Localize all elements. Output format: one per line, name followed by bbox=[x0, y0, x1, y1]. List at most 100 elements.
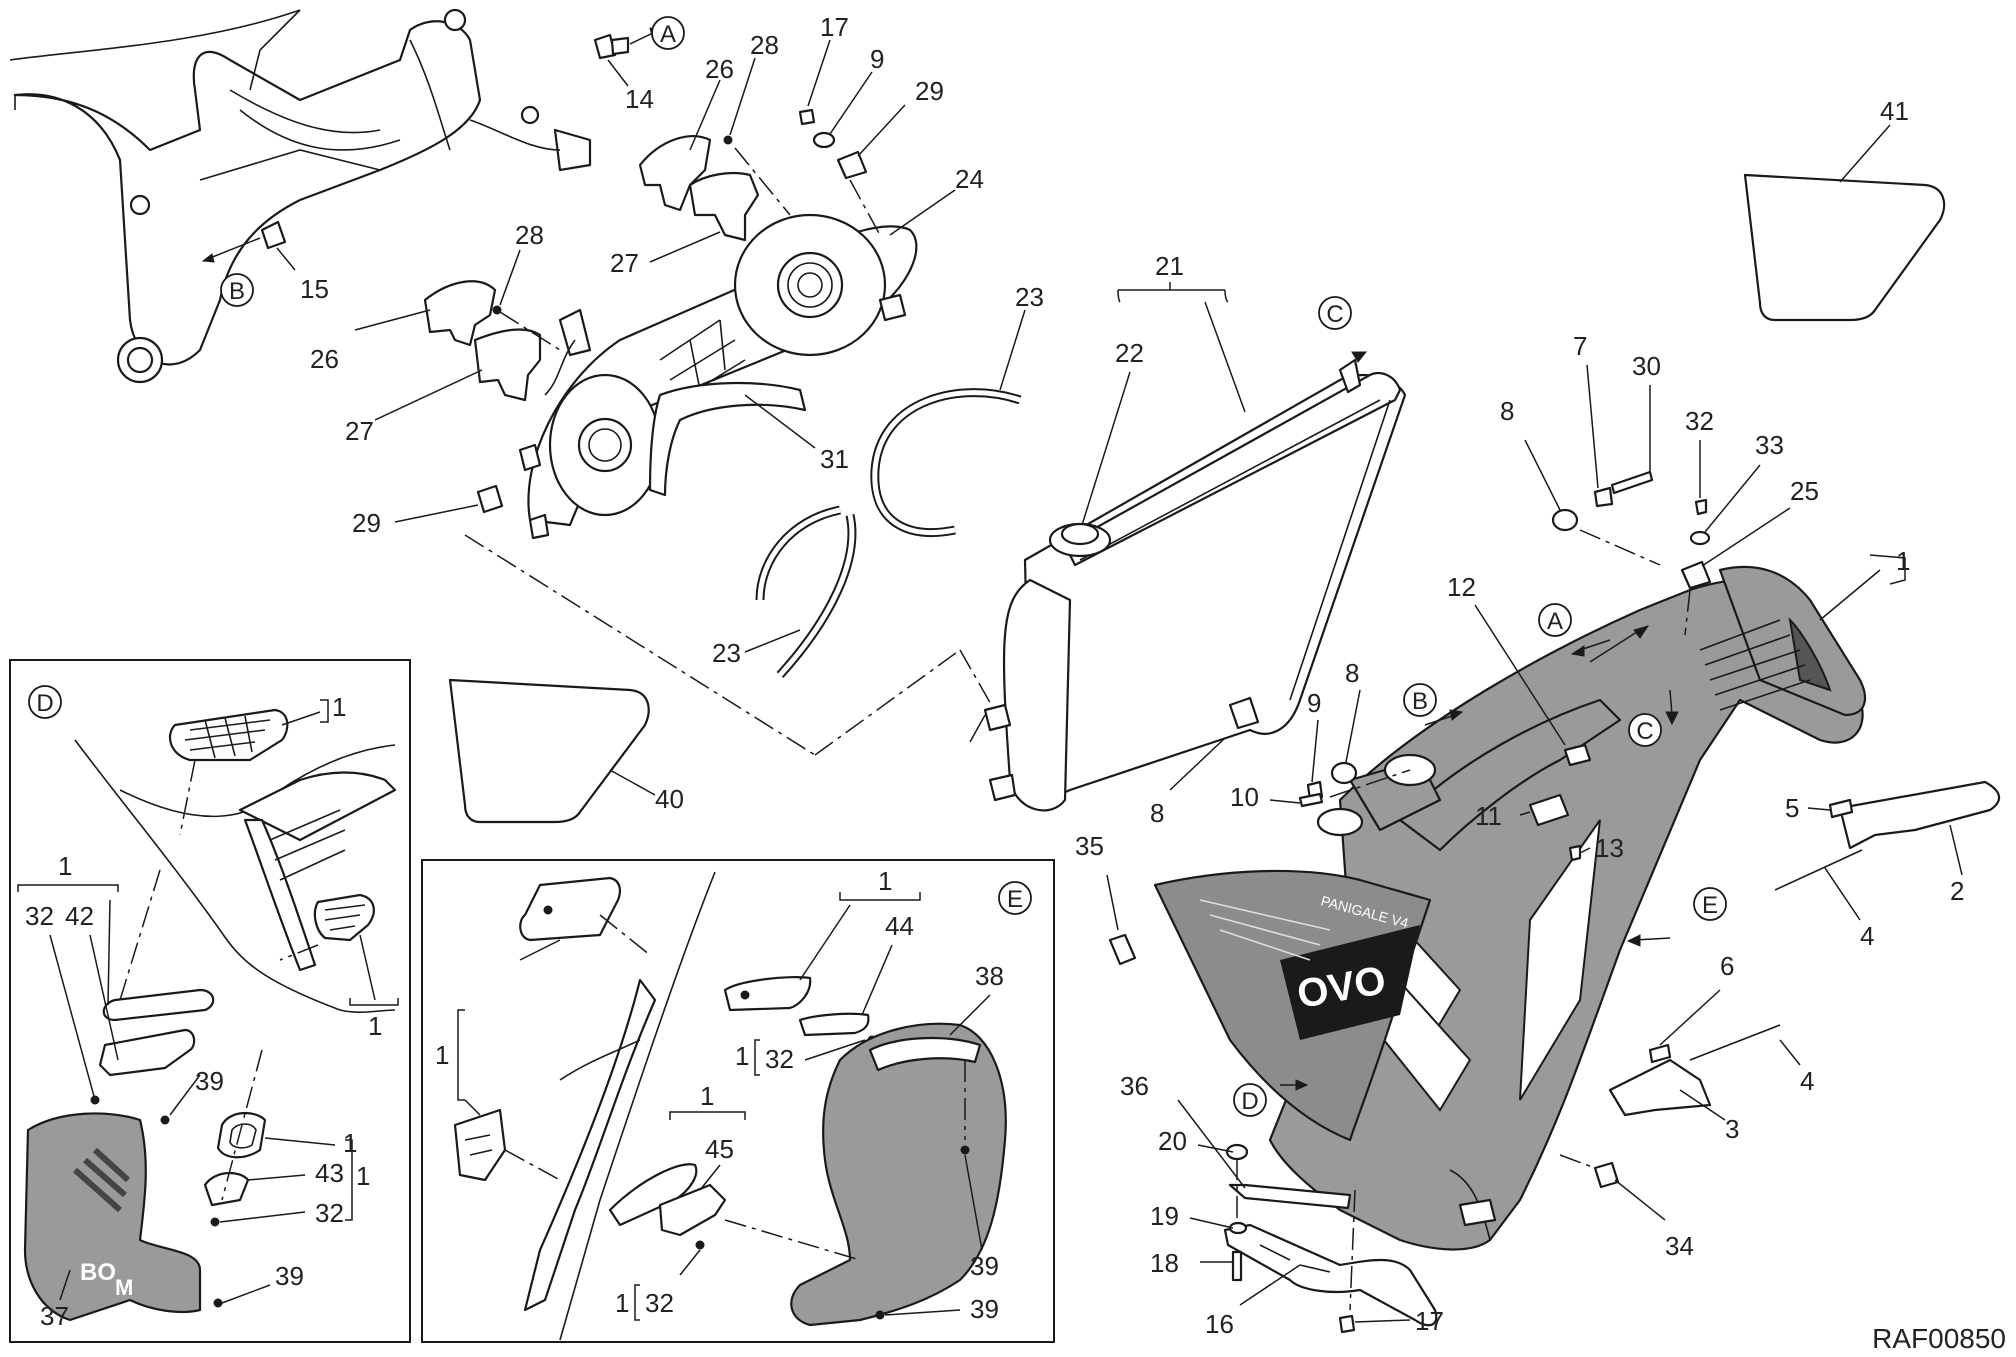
callout-27-left: 27 bbox=[345, 416, 374, 446]
callout-1-d-lower: 1 bbox=[356, 1161, 370, 1191]
callout-12: 12 bbox=[1447, 572, 1476, 602]
callout-29-lower: 29 bbox=[352, 508, 381, 538]
callout-25: 25 bbox=[1790, 476, 1819, 506]
brackets-lower: 28 26 27 bbox=[310, 220, 561, 446]
callout-24: 24 bbox=[955, 164, 984, 194]
callout-19: 19 bbox=[1150, 1201, 1179, 1231]
callout-21: 21 bbox=[1155, 251, 1184, 281]
callout-1-d-lower2: 1 bbox=[343, 1128, 357, 1158]
callout-18: 18 bbox=[1150, 1248, 1179, 1278]
callout-2: 2 bbox=[1950, 876, 1964, 906]
callout-32-e-top: 32 bbox=[765, 1044, 794, 1074]
bolt-14: A 14 bbox=[593, 16, 685, 114]
ref-e-right: E bbox=[1702, 892, 1718, 919]
callout-31: 31 bbox=[820, 444, 849, 474]
callout-29-top: 29 bbox=[915, 76, 944, 106]
callout-17-lower: 17 bbox=[1415, 1306, 1444, 1336]
callout-5: 5 bbox=[1785, 793, 1799, 823]
radiator-21: C 21 22 8 bbox=[969, 251, 1407, 828]
callout-32-d-left: 32 bbox=[25, 901, 54, 931]
callout-40: 40 bbox=[655, 784, 684, 814]
panel-41: 41 bbox=[1743, 96, 1946, 322]
callout-4-lower: 4 bbox=[1800, 1066, 1814, 1096]
ref-a-top: A bbox=[660, 21, 676, 48]
callout-7: 7 bbox=[1573, 331, 1587, 361]
callout-1-e-mid: 1 bbox=[735, 1041, 749, 1071]
ref-c-top: C bbox=[1326, 301, 1343, 328]
bolt-15: B 15 bbox=[201, 220, 329, 307]
callout-20: 20 bbox=[1158, 1126, 1187, 1156]
callout-22: 22 bbox=[1115, 338, 1144, 368]
frame-assembly bbox=[9, 8, 592, 384]
callout-41: 41 bbox=[1880, 96, 1909, 126]
callout-10: 10 bbox=[1230, 782, 1259, 812]
cooling-fan-assembly bbox=[518, 213, 918, 540]
callout-8-right: 8 bbox=[1500, 396, 1514, 426]
diagram-code: RAF00850 bbox=[1872, 1323, 2006, 1354]
callout-9-top: 9 bbox=[870, 44, 884, 74]
callout-8-radiator: 8 bbox=[1150, 798, 1164, 828]
callout-26-top: 26 bbox=[705, 54, 734, 84]
callout-33: 33 bbox=[1755, 430, 1784, 460]
callout-3: 3 bbox=[1725, 1114, 1739, 1144]
callout-1-e-left: 1 bbox=[435, 1040, 449, 1070]
callout-28-top: 28 bbox=[750, 30, 779, 60]
callout-28-left: 28 bbox=[515, 220, 544, 250]
ref-c-right: C bbox=[1636, 718, 1653, 745]
grommet-29-lower: 29 bbox=[352, 484, 1001, 756]
callout-14: 14 bbox=[625, 84, 654, 114]
ref-d-inset: D bbox=[36, 690, 53, 717]
callout-35: 35 bbox=[1075, 831, 1104, 861]
callout-27-top: 27 bbox=[610, 248, 639, 278]
inset-e: E 1 1 44 1 32 38 bbox=[421, 859, 1055, 1343]
callout-43: 43 bbox=[315, 1158, 344, 1188]
callout-30: 30 bbox=[1632, 351, 1661, 381]
callout-1-d-top: 1 bbox=[332, 692, 346, 722]
callout-32-right: 32 bbox=[1685, 406, 1714, 436]
callout-44: 44 bbox=[885, 911, 914, 941]
decal-inset-mark: M bbox=[115, 1275, 133, 1300]
callout-38: 38 bbox=[975, 961, 1004, 991]
brackets-upper: 26 28 27 bbox=[610, 30, 791, 278]
callout-39-e-bottom: 39 bbox=[970, 1294, 999, 1324]
callout-1-d-left: 1 bbox=[58, 851, 72, 881]
inset-d: D 1 1 1 32 42 BO M bbox=[9, 659, 411, 1343]
callout-9-right: 9 bbox=[1307, 688, 1321, 718]
ref-e-inset: E bbox=[1007, 886, 1023, 913]
callout-13: 13 bbox=[1595, 833, 1624, 863]
callout-16: 16 bbox=[1205, 1309, 1234, 1339]
decal-inset-logo: BO bbox=[80, 1259, 116, 1286]
ref-a-right: A bbox=[1547, 608, 1563, 635]
callout-8-mid: 8 bbox=[1345, 658, 1359, 688]
ref-b-right: B bbox=[1412, 688, 1428, 715]
callout-42: 42 bbox=[65, 901, 94, 931]
callout-17-top: 17 bbox=[820, 12, 849, 42]
ref-d-right: D bbox=[1241, 1088, 1258, 1115]
callout-26-left: 26 bbox=[310, 344, 339, 374]
callout-34: 34 bbox=[1665, 1231, 1694, 1261]
callout-39-d-top: 39 bbox=[195, 1066, 224, 1096]
callout-1-d-right: 1 bbox=[368, 1011, 382, 1041]
fairing-fasteners: 8 7 30 32 33 25 1 A B C bbox=[1075, 331, 2001, 1261]
panel-40: 40 bbox=[448, 678, 684, 824]
ref-b-left: B bbox=[229, 278, 245, 305]
seals-23: 23 23 bbox=[712, 282, 1044, 679]
callout-36: 36 bbox=[1120, 1071, 1149, 1101]
callout-32-e-bottom: 32 bbox=[645, 1288, 674, 1318]
fasteners-top: 17 9 29 24 bbox=[798, 12, 984, 236]
callout-23-top: 23 bbox=[1015, 282, 1044, 312]
callout-32-d-lower: 32 bbox=[315, 1198, 344, 1228]
callout-45: 45 bbox=[705, 1134, 734, 1164]
callout-11: 11 bbox=[1475, 801, 1502, 831]
callout-39-d-bottom: 39 bbox=[275, 1261, 304, 1291]
callout-37: 37 bbox=[40, 1301, 69, 1331]
callout-1-right: 1 bbox=[1896, 546, 1910, 576]
callout-1-e-bottom: 1 bbox=[615, 1288, 629, 1318]
callout-39-e-mid: 39 bbox=[970, 1251, 999, 1281]
side-panel-decal: OVO PANIGALE V4 bbox=[1153, 869, 1432, 1142]
callout-23-lower: 23 bbox=[712, 638, 741, 668]
lower-bracket-16: 36 20 19 18 16 17 bbox=[1120, 1071, 1444, 1339]
callout-1-e-top: 1 bbox=[878, 866, 892, 896]
callout-15: 15 bbox=[300, 274, 329, 304]
